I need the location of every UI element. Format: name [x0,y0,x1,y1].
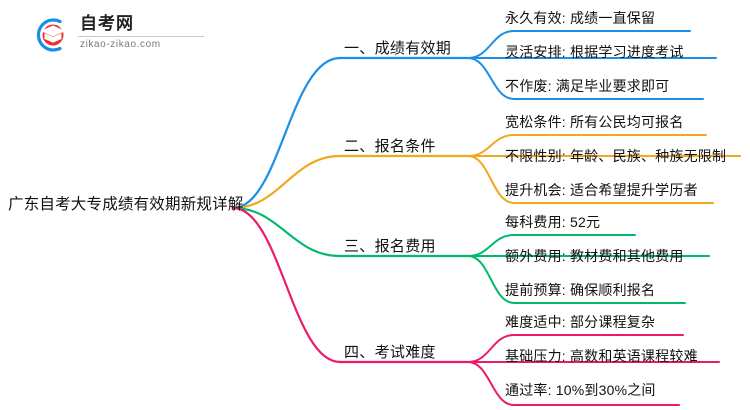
logo-name-en: zikao-zikao.com [80,39,161,50]
branch-label-1[interactable]: 一、成绩有效期 [344,40,452,57]
site-logo: 自考网 zikao-zikao.com [30,10,210,58]
leaf-label-2-3[interactable]: 提升机会: 适合希望提升学历者 [505,182,698,198]
logo-name-cn: 自考网 [80,14,134,33]
leaf-label-1-1[interactable]: 永久有效: 成绩一直保留 [505,10,656,26]
leaf-label-4-1[interactable]: 难度适中: 部分课程复杂 [505,314,656,330]
leaf-label-4-2[interactable]: 基础压力: 高数和英语课程较难 [505,348,698,364]
leaf-label-3-3[interactable]: 提前预算: 确保顺利报名 [505,282,656,298]
branch-4-connectors [231,206,720,406]
leaf-label-1-3[interactable]: 不作废: 满足毕业要求即可 [505,78,670,94]
logo-divider [78,36,204,37]
branch-3-connectors [231,206,710,304]
leaf-label-4-3[interactable]: 通过率: 10%到30%之间 [505,382,656,398]
leaf-label-2-2[interactable]: 不限性别: 年龄、民族、种族无限制 [505,148,727,164]
branch-2-connectors [231,134,741,210]
branch-label-3[interactable]: 三、报名费用 [344,238,436,255]
branch-label-2[interactable]: 二、报名条件 [344,138,436,155]
branch-label-4[interactable]: 四、考试难度 [344,344,436,361]
leaf-label-3-2[interactable]: 额外费用: 教材费和其他费用 [505,248,684,264]
leaf-label-3-1[interactable]: 每科费用: 52元 [505,214,601,230]
graduation-cap-icon [30,14,72,56]
leaf-label-2-1[interactable]: 宽松条件: 所有公民均可报名 [505,114,684,130]
leaf-label-1-2[interactable]: 灵活安排: 根据学习进度考试 [505,44,684,60]
branch-1-connectors [231,30,717,210]
mindmap-root-node[interactable]: 广东自考大专成绩有效期新规详解 [8,196,244,213]
